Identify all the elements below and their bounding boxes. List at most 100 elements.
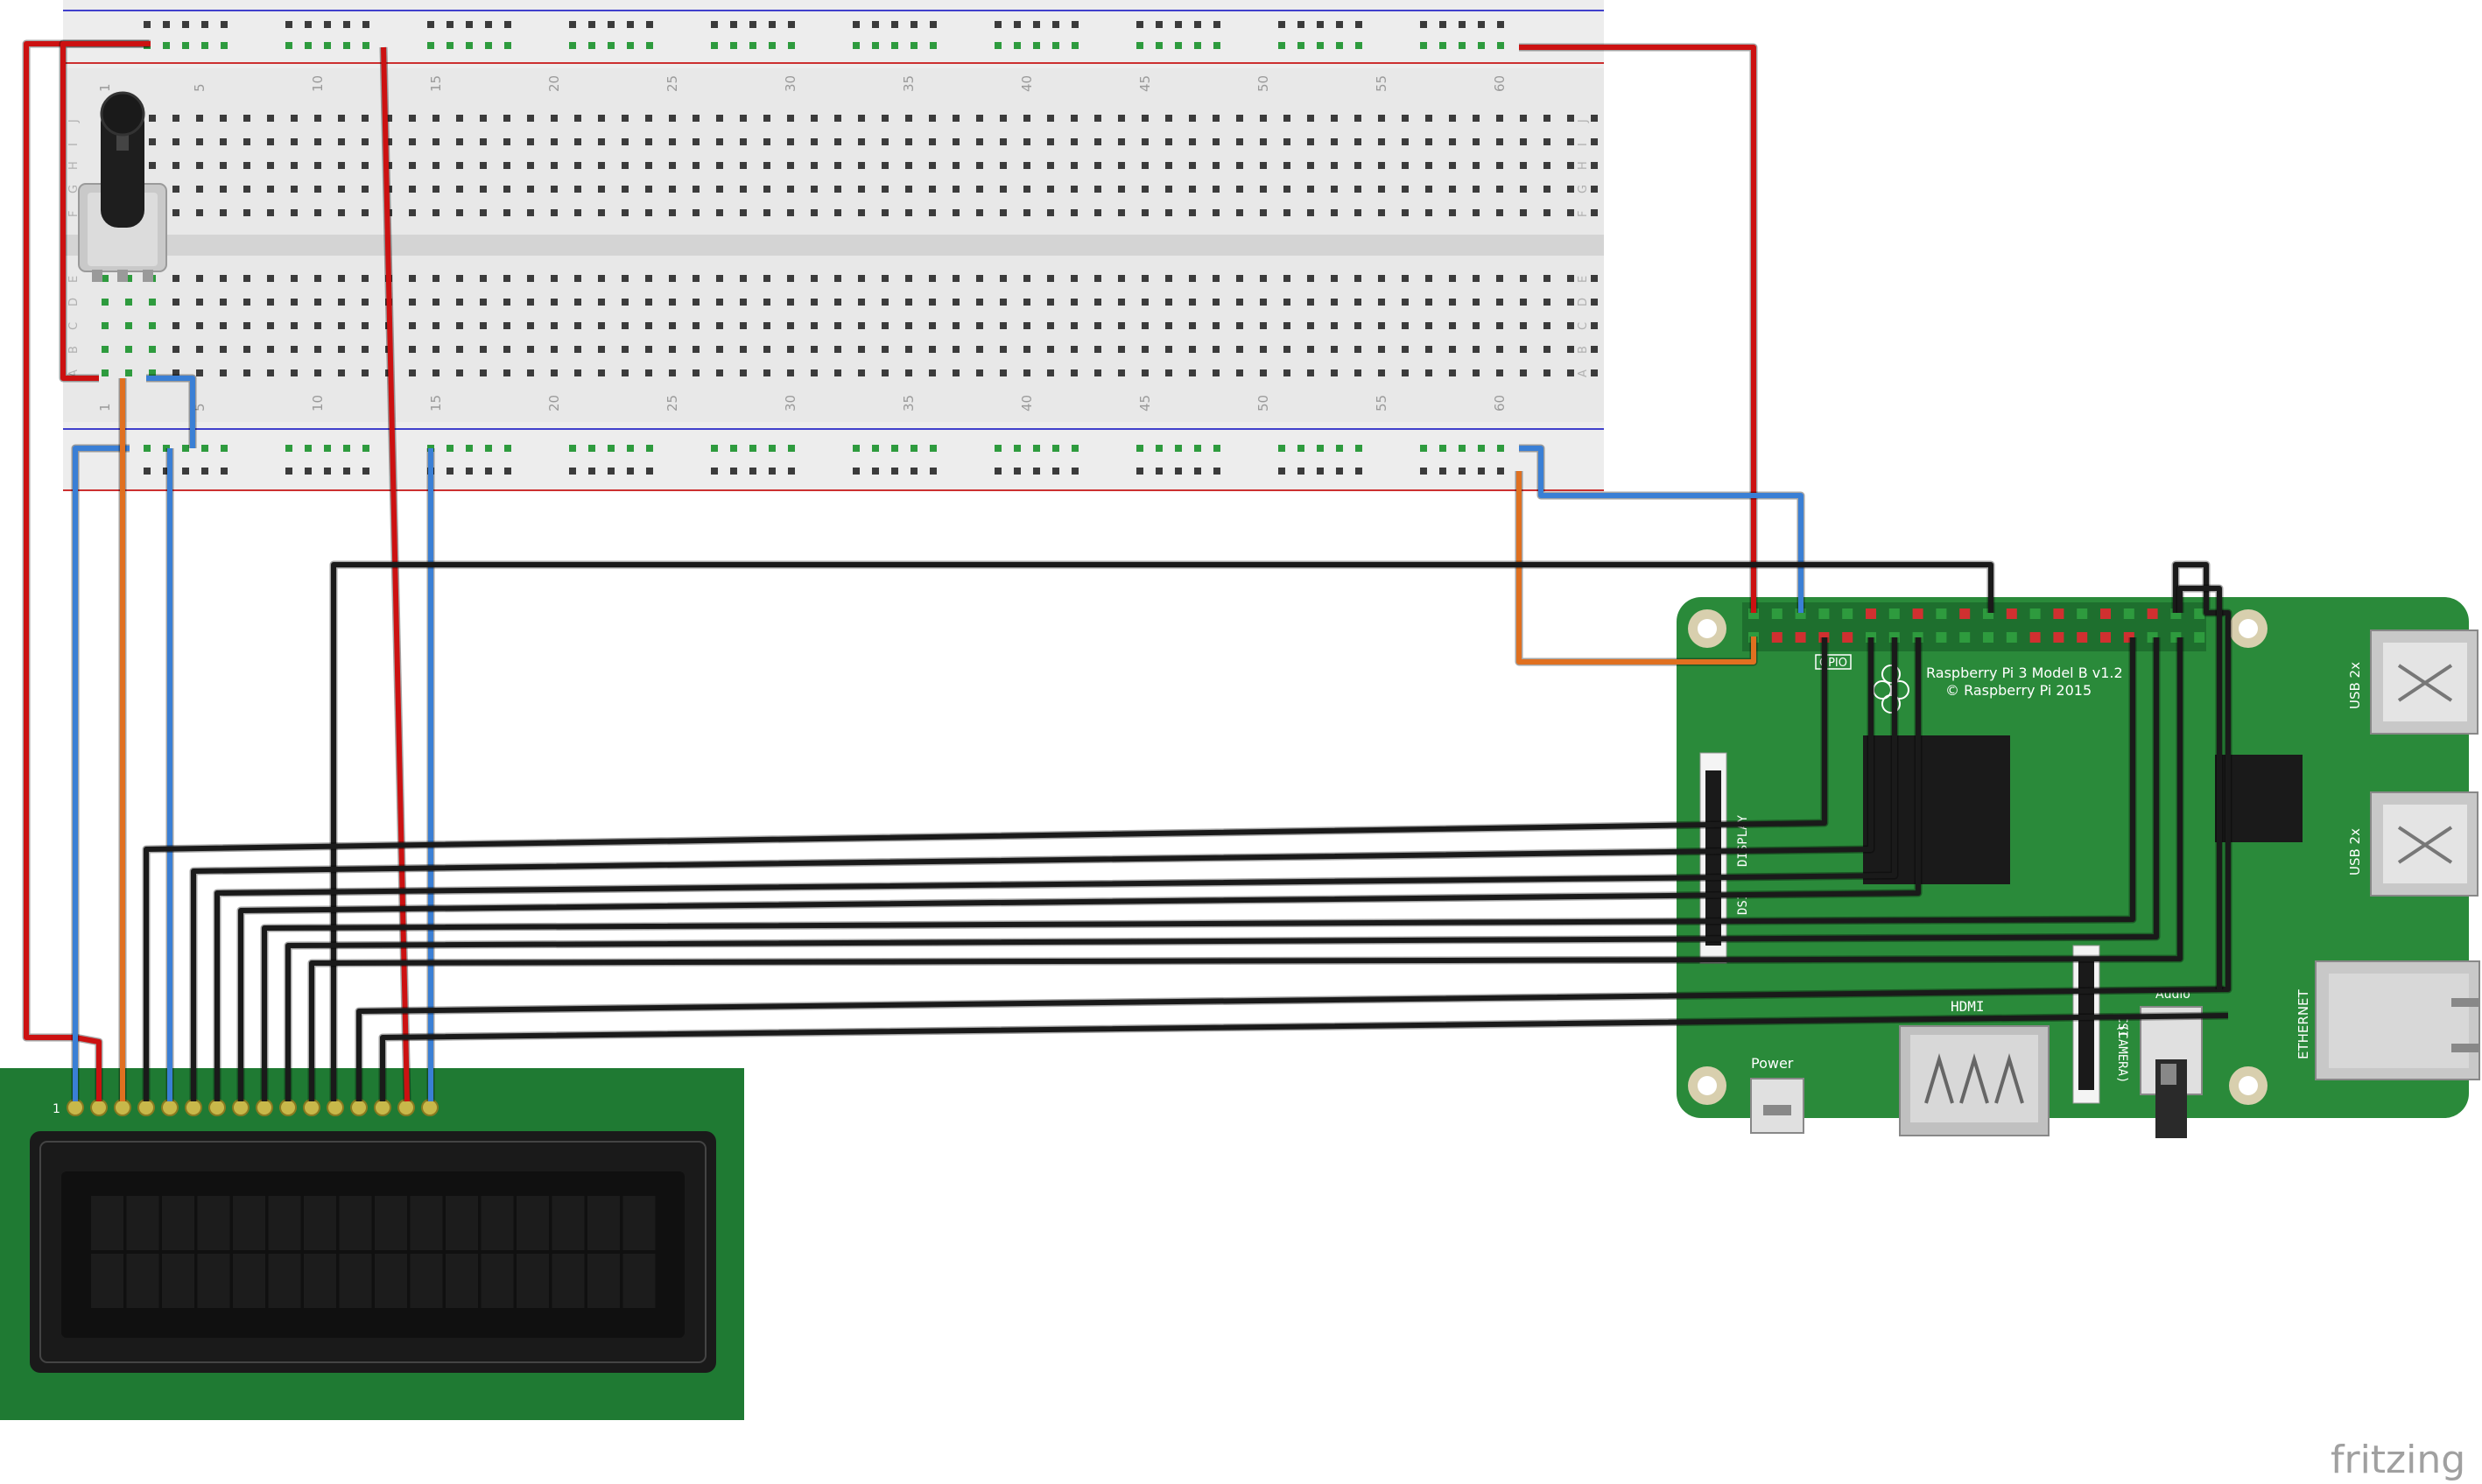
breadboard-hole [551,162,558,169]
breadboard-hole [243,346,250,353]
breadboard-hole [243,138,250,145]
rail-hole [911,42,918,49]
rail-hole [853,445,860,452]
breadboard-hole [267,346,274,353]
breadboard-hole [1094,346,1101,353]
breadboard-hole [291,115,298,122]
breadboard-hole [645,209,652,216]
breadboard-hole [456,138,463,145]
rail-hole [362,42,369,49]
rail-hole [569,42,576,49]
rail-hole [930,42,937,49]
breadboard-hole [1354,209,1361,216]
soc-chip [1863,735,2010,884]
breadboard-hole [1543,186,1550,193]
breadboard-hole [1354,369,1361,376]
breadboard-hole [456,162,463,169]
breadboard-hole [172,299,179,306]
rail-hole [1156,42,1163,49]
breadboard-hole [1496,369,1503,376]
breadboard-hole [1402,138,1409,145]
power-port[interactable] [1750,1078,1804,1134]
rail-hole [1072,21,1079,28]
lcd-pin [397,1099,415,1116]
breadboard-hole [456,346,463,353]
lcd-character-cells [91,1196,656,1308]
breadboard-hole [811,346,818,353]
lcd-cell [268,1196,301,1250]
rail-hole [1278,42,1285,49]
column-number: 10 [310,75,326,92]
breadboard-hole [314,346,321,353]
breadboard-hole [362,138,369,145]
breadboard-hole [243,299,250,306]
rail-hole [853,42,860,49]
breadboard-hole [1354,162,1361,169]
breadboard-hole [456,299,463,306]
potentiometer-knob[interactable] [101,105,144,228]
breadboard-hole [1425,299,1432,306]
rail-hole [1014,445,1021,452]
breadboard-hole [1165,115,1172,122]
breadboard-hole [574,186,581,193]
breadboard-hole [172,275,179,282]
breadboard-hole [905,115,912,122]
breadboard-hole [1142,275,1149,282]
breadboard-hole [503,346,510,353]
column-number: 45 [1137,395,1153,411]
row-letter: J [1577,119,1590,123]
breadboard-hole [1473,162,1480,169]
lcd-pin1-label: 1 [53,1102,60,1116]
breadboard-hole [598,322,605,329]
breadboard-hole [1236,275,1243,282]
breadboard-hole [622,209,629,216]
rail-hole [201,445,208,452]
breadboard-hole [1520,322,1527,329]
breadboard-hole [1331,162,1338,169]
breadboard-hole [1071,138,1078,145]
ethernet-port[interactable] [2315,960,2480,1080]
rail-hole [608,21,615,28]
rail-hole [201,21,208,28]
hdmi-port[interactable] [1899,1025,2050,1136]
rail-hole [872,468,879,475]
breadboard-hole [953,369,960,376]
rail-hole [891,42,898,49]
breadboard-hole [527,162,534,169]
breadboard-hole [291,162,298,169]
breadboard-hole [291,138,298,145]
breadboard-hole [338,209,345,216]
breadboard-hole [480,162,487,169]
usb-port-1[interactable] [2370,629,2478,735]
rail-hole [144,445,151,452]
usb-port-2[interactable] [2370,791,2478,897]
rail-hole [1439,42,1446,49]
rail-hole [769,468,776,475]
breadboard-hole [196,138,203,145]
rail-hole [1439,468,1446,475]
breadboard-hole [338,322,345,329]
black-wire-rs [331,562,1993,1101]
rail-hole [1014,21,1021,28]
breadboard-hole [1378,346,1385,353]
breadboard-hole [1000,346,1007,353]
breadboard-hole [716,186,723,193]
breadboard-hole [740,346,747,353]
breadboard-hole [1094,369,1101,376]
lcd-pin [350,1099,368,1116]
breadboard-hole [598,115,605,122]
breadboard-hole [811,209,818,216]
breadboard-hole [882,275,889,282]
breadboard-hole [338,369,345,376]
breadboard-hole [1165,209,1172,216]
rail-hole [995,468,1002,475]
breadboard-hole [456,115,463,122]
rail-hole [1497,468,1504,475]
breadboard-hole [1591,322,1598,329]
breadboard-hole [220,322,227,329]
rail-hole [711,468,718,475]
mounting-holes [1688,609,2268,1105]
breadboard-hole [1496,186,1503,193]
breadboard-hole [1378,322,1385,329]
rail-hole [1175,468,1182,475]
